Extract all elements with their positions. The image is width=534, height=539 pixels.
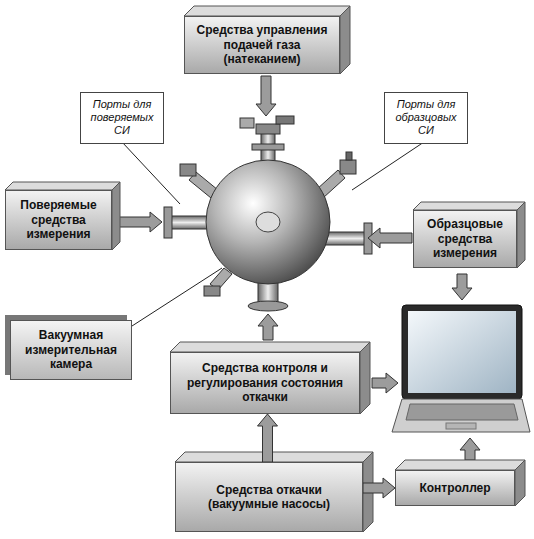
box-label: Вакуумная измерительная камера — [17, 328, 125, 371]
box-label: Порты для образцовых СИ — [391, 98, 461, 138]
process-box: Средства контроля и регулирования состоя… — [170, 352, 360, 414]
box-faces — [5, 6, 525, 532]
vacuum-sphere — [206, 160, 330, 284]
block-arrow — [258, 414, 278, 462]
box-side-face — [517, 202, 525, 268]
laptop-icon — [392, 305, 530, 432]
box-label: Контроллер — [419, 481, 490, 495]
box-label: Средства откачки (вакуумные насосы) — [182, 483, 356, 512]
port-note: Порты для поверяемых СИ — [80, 92, 164, 144]
process-box: Средства откачки (вакуумные насосы) — [175, 462, 363, 532]
box-label: Образцовые средства измерения — [420, 217, 510, 260]
box-top-face — [395, 460, 525, 470]
box-side-face — [340, 6, 350, 74]
box-top-face — [170, 342, 370, 352]
process-box: Образцовые средства измерения — [413, 210, 517, 268]
process-box: Средства управления подачей газа (натека… — [184, 16, 340, 74]
box-label: Средства управления подачей газа (натека… — [191, 23, 333, 66]
port-note: Порты для образцовых СИ — [384, 92, 468, 144]
sphere-window — [256, 212, 280, 232]
box-side-face — [360, 342, 370, 414]
leader-lines — [122, 142, 424, 326]
process-box: Поверяемые средства измерения — [5, 190, 112, 250]
block-arrow — [363, 478, 395, 498]
chamber-label-box: Вакуумная измерительная камера — [10, 320, 132, 380]
chamber-ports — [164, 116, 372, 304]
box-label: Поверяемые средства измерения — [12, 198, 105, 241]
process-box: Контроллер — [395, 470, 515, 506]
bottom-flange — [248, 301, 288, 311]
box-label: Порты для поверяемых СИ — [87, 98, 157, 138]
block-arrows — [114, 76, 480, 460]
box-side-face — [112, 182, 120, 250]
box-top-face — [175, 452, 373, 462]
box-top-face — [184, 6, 350, 16]
box-label: Средства контроля и регулирования состоя… — [177, 361, 353, 404]
box-top-face — [5, 182, 120, 190]
box-side-face — [515, 460, 525, 506]
box-top-face — [413, 202, 525, 210]
